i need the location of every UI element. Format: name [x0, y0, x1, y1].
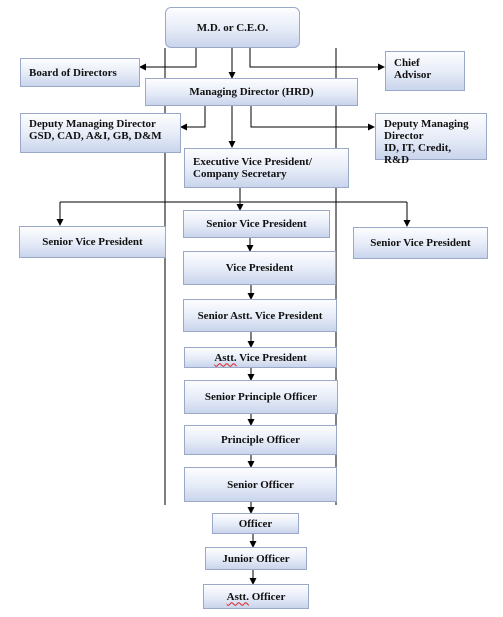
node-astt-vp: Astt. Vice President: [184, 347, 337, 368]
astt-officer-suffix: Officer: [248, 590, 286, 603]
node-ceo: M.D. or C.E.O.: [165, 7, 300, 48]
connector-ceo-advisor: [249, 48, 385, 71]
connector-evp-bus: [60, 188, 407, 203]
node-junior-officer: Junior Officer: [205, 547, 307, 570]
node-senior-vp-right: Senior Vice President: [353, 227, 488, 259]
node-senior-officer: Senior Officer: [184, 467, 337, 502]
node-managing-director-hrd: Managing Director (HRD): [145, 78, 358, 106]
node-chief-advisor: Chief Advisor: [385, 51, 465, 91]
node-executive-vp: Executive Vice President/ Company Secret…: [184, 148, 349, 188]
connector-md-dmd-right: [250, 106, 375, 131]
node-vice-president: Vice President: [183, 251, 336, 285]
node-senior-principle-officer: Senior Principle Officer: [184, 380, 338, 414]
connector-ceo-board: [139, 48, 197, 71]
node-principle-officer: Principle Officer: [184, 425, 337, 455]
node-senior-vp-center: Senior Vice President: [183, 210, 330, 238]
node-officer: Officer: [212, 513, 299, 534]
astt-vp-prefix: Astt.: [214, 351, 237, 364]
node-astt-officer: Astt. Officer: [203, 584, 309, 609]
node-deputy-md-left: Deputy Managing Director GSD, CAD, A&I, …: [20, 113, 181, 153]
connector-md-dmd-left: [180, 106, 206, 131]
node-board-of-directors: Board of Directors: [20, 58, 140, 87]
node-deputy-md-right: Deputy Managing Director ID, IT, Credit,…: [375, 113, 487, 166]
node-senior-astt-vp: Senior Astt. Vice President: [183, 299, 337, 332]
node-senior-vp-left: Senior Vice President: [19, 226, 166, 258]
astt-vp-suffix: Vice President: [236, 351, 307, 364]
astt-officer-prefix: Astt.: [226, 590, 249, 603]
